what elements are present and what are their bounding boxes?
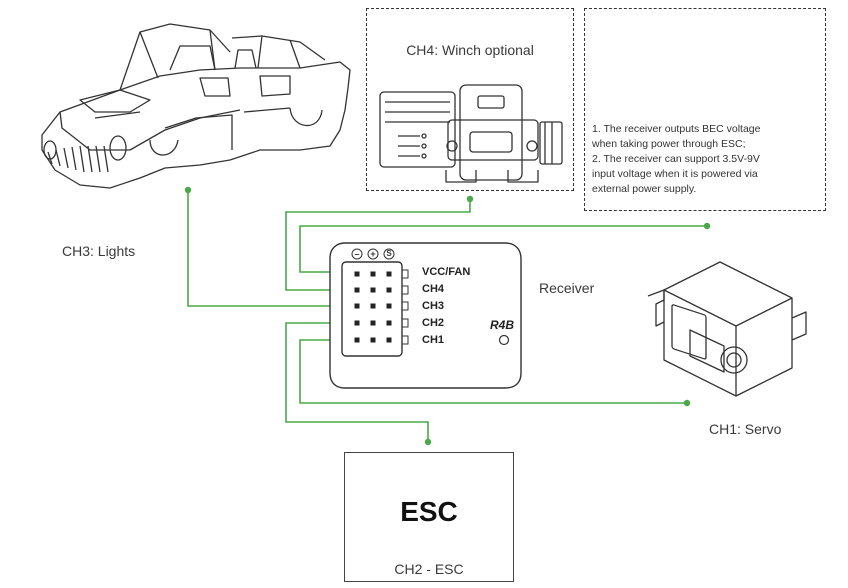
receiver-pin (354, 337, 360, 343)
receiver-pin (354, 271, 360, 277)
receiver-body (329, 242, 522, 389)
vcc-wire (299, 225, 706, 273)
ch1-wire (299, 339, 686, 404)
channel-label-ch1: CH1 (422, 334, 445, 346)
esc-label: CH2 - ESC (394, 561, 464, 577)
receiver-pin (370, 303, 376, 309)
receiver-pin (354, 320, 360, 326)
ch4-wire (285, 200, 471, 291)
servo-illustration (647, 261, 807, 397)
notes-text: 1. The receiver outputs BEC voltage when… (592, 122, 760, 197)
receiver-pin (386, 303, 392, 309)
receiver-pin (354, 303, 360, 309)
receiver-pin-header (341, 261, 403, 357)
servo-label: CH1: Servo (709, 421, 782, 437)
channel-label-ch4: CH4 (422, 283, 445, 295)
note-line-3: 2. The receiver can support 3.5V-9V (592, 153, 760, 165)
receiver-pins (354, 271, 392, 343)
winch-illustration (379, 84, 563, 183)
receiver-pin (386, 287, 392, 293)
receiver-bind-led (498, 334, 510, 346)
pin-signal-icon (383, 248, 395, 260)
receiver-pin (370, 271, 376, 277)
ch4-wire-end (466, 195, 474, 203)
receiver-pin (354, 287, 360, 293)
receiver-label: Receiver (539, 280, 595, 296)
receiver-pin (386, 337, 392, 343)
note-line-2: when taking power through ESC; (592, 138, 746, 150)
jeep-body-illustration (41, 23, 351, 189)
receiver-pin (370, 320, 376, 326)
pin-negative-icon (351, 248, 363, 260)
esc-title: ESC (400, 496, 458, 527)
channel-label-vcc: VCC/FAN (422, 266, 471, 278)
note-line-5: external power supply. (592, 183, 697, 195)
receiver-pin-symbols (351, 248, 395, 260)
pin-symbol-positive: + (370, 249, 376, 259)
receiver-pin (370, 337, 376, 343)
ch3-wire-end (184, 186, 192, 194)
receiver-pin (386, 271, 392, 277)
notes-box (584, 8, 826, 211)
winch-label: CH4: Winch optional (406, 42, 534, 58)
pin-positive-icon (367, 248, 379, 260)
channel-label-ch2: CH2 (422, 317, 445, 329)
ch1-wire-end (683, 399, 691, 407)
ch2-wire (285, 322, 429, 441)
pin-symbol-negative: – (354, 249, 360, 259)
lights-label: CH3: Lights (62, 243, 136, 259)
ch3-wire (187, 191, 345, 307)
vcc-wire-end (703, 222, 711, 230)
receiver-pin (386, 320, 392, 326)
receiver-pin-brackets (402, 269, 409, 345)
note-line-4: input voltage when it is powered via (592, 168, 758, 180)
esc-box (344, 452, 514, 582)
winch-box (366, 8, 574, 191)
channel-label-ch3: CH3 (422, 300, 445, 312)
note-line-1: 1. The receiver outputs BEC voltage (592, 123, 761, 135)
pin-symbol-signal: S (386, 249, 392, 258)
receiver-pin (370, 287, 376, 293)
ch2-wire-end (424, 438, 432, 446)
receiver-model: R4B (490, 318, 515, 332)
